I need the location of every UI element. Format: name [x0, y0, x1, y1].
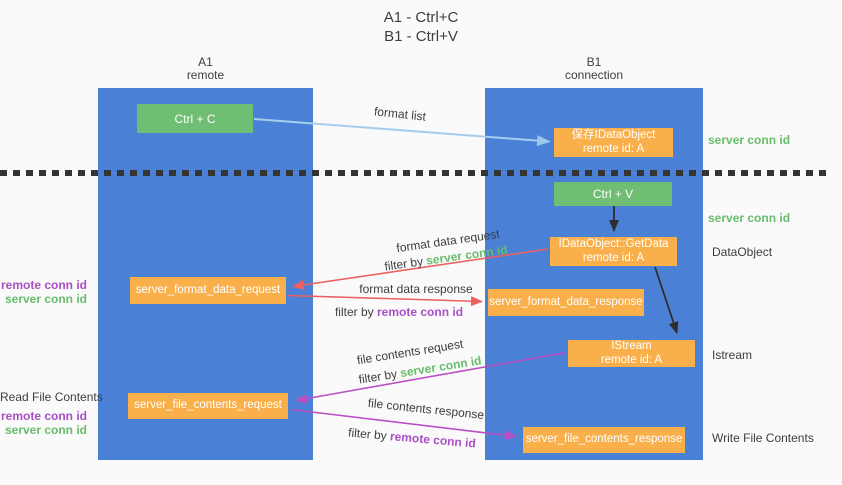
column-header-b1: B1 connection	[485, 56, 703, 82]
node-server-format-data-response: server_format_data_response	[488, 289, 644, 316]
node-server-file-contents-request: server_file_contents_request	[128, 393, 288, 419]
node-file-response-label: server_file_contents_response	[525, 433, 683, 446]
node-server-file-contents-response: server_file_contents_response	[523, 427, 685, 453]
title-line-1: A1 - Ctrl+C	[383, 9, 459, 26]
title-line-2: B1 - Ctrl+V	[384, 28, 458, 45]
file-contents-response-text: file contents response	[367, 395, 485, 423]
annotation-server-conn-id-left-bottom: server conn id	[4, 423, 87, 437]
arrow-label-format-list: format list	[373, 104, 426, 123]
column-header-a1: A1 remote	[98, 56, 313, 82]
node-getdata-line2: remote id: A	[582, 251, 645, 264]
remote-conn-id-text: remote conn id	[377, 305, 464, 319]
annotation-server-conn-id-mid: server conn id	[708, 211, 791, 225]
node-ctrl-c: Ctrl + C	[137, 104, 253, 133]
diagram-title: A1 - Ctrl+C B1 - Ctrl+V	[0, 8, 842, 46]
annotation-write-file-contents: Write File Contents	[712, 431, 814, 445]
annotation-istream: Istream	[712, 348, 753, 362]
node-save-idataobject: 保存IDataObject remote id: A	[554, 128, 673, 157]
filter-by-text: filter by	[347, 425, 388, 443]
node-ctrl-c-label: Ctrl + C	[174, 111, 216, 126]
column-a1-name: A1	[198, 55, 213, 69]
node-save-idataobject-line2: remote id: A	[582, 142, 645, 155]
format-data-response-text: format data response	[359, 282, 473, 296]
node-getdata-line1: IDataObject::GetData	[558, 238, 669, 250]
annotation-server-conn-id-left-top: server conn id	[4, 292, 87, 306]
arrow-format-data-response	[287, 294, 483, 307]
node-file-request-label: server_file_contents_request	[134, 399, 282, 412]
node-ctrl-v: Ctrl + V	[554, 182, 672, 206]
node-istream-line1: IStream	[611, 340, 652, 352]
node-format-response-label: server_format_data_response	[489, 295, 643, 308]
arrow-label-format-data-response: format data response	[359, 282, 472, 296]
format-list-text: format list	[373, 104, 427, 124]
node-istream-line2: remote id: A	[600, 353, 663, 366]
filter-by-text: filter by	[383, 254, 424, 274]
annotation-remote-conn-id-left-top: remote conn id	[0, 278, 87, 292]
column-a1-subtitle: remote	[186, 68, 225, 82]
column-b1-subtitle: connection	[564, 68, 624, 82]
node-idataobject-getdata: IDataObject::GetData remote id: A	[550, 237, 677, 266]
node-ctrl-v-label: Ctrl + V	[592, 187, 634, 201]
node-istream: IStream remote id: A	[568, 340, 695, 367]
node-save-idataobject-line1: 保存IDataObject	[571, 129, 656, 141]
filter-by-text: filter by	[334, 305, 374, 319]
annotation-dataobject: DataObject	[712, 245, 773, 259]
session-divider-dotted-line	[0, 170, 830, 176]
arrow-label-file-contents-response: file contents response	[367, 396, 485, 422]
arrow-label-filter-by-remote-conn-id-1: filter by remote conn id	[335, 305, 463, 319]
annotation-remote-conn-id-left-bottom: remote conn id	[0, 409, 87, 423]
remote-conn-id-text: remote conn id	[389, 429, 477, 451]
arrow-label-filter-by-remote-conn-id-2: filter by remote conn id	[348, 425, 477, 450]
column-b1-name: B1	[586, 55, 602, 69]
filter-by-text: filter by	[357, 366, 399, 387]
node-format-request-label: server_format_data_request	[135, 283, 281, 296]
annotation-read-file-contents: Read File Contents	[0, 390, 103, 404]
annotation-server-conn-id-top: server conn id	[708, 133, 791, 147]
node-server-format-data-request: server_format_data_request	[130, 277, 286, 304]
